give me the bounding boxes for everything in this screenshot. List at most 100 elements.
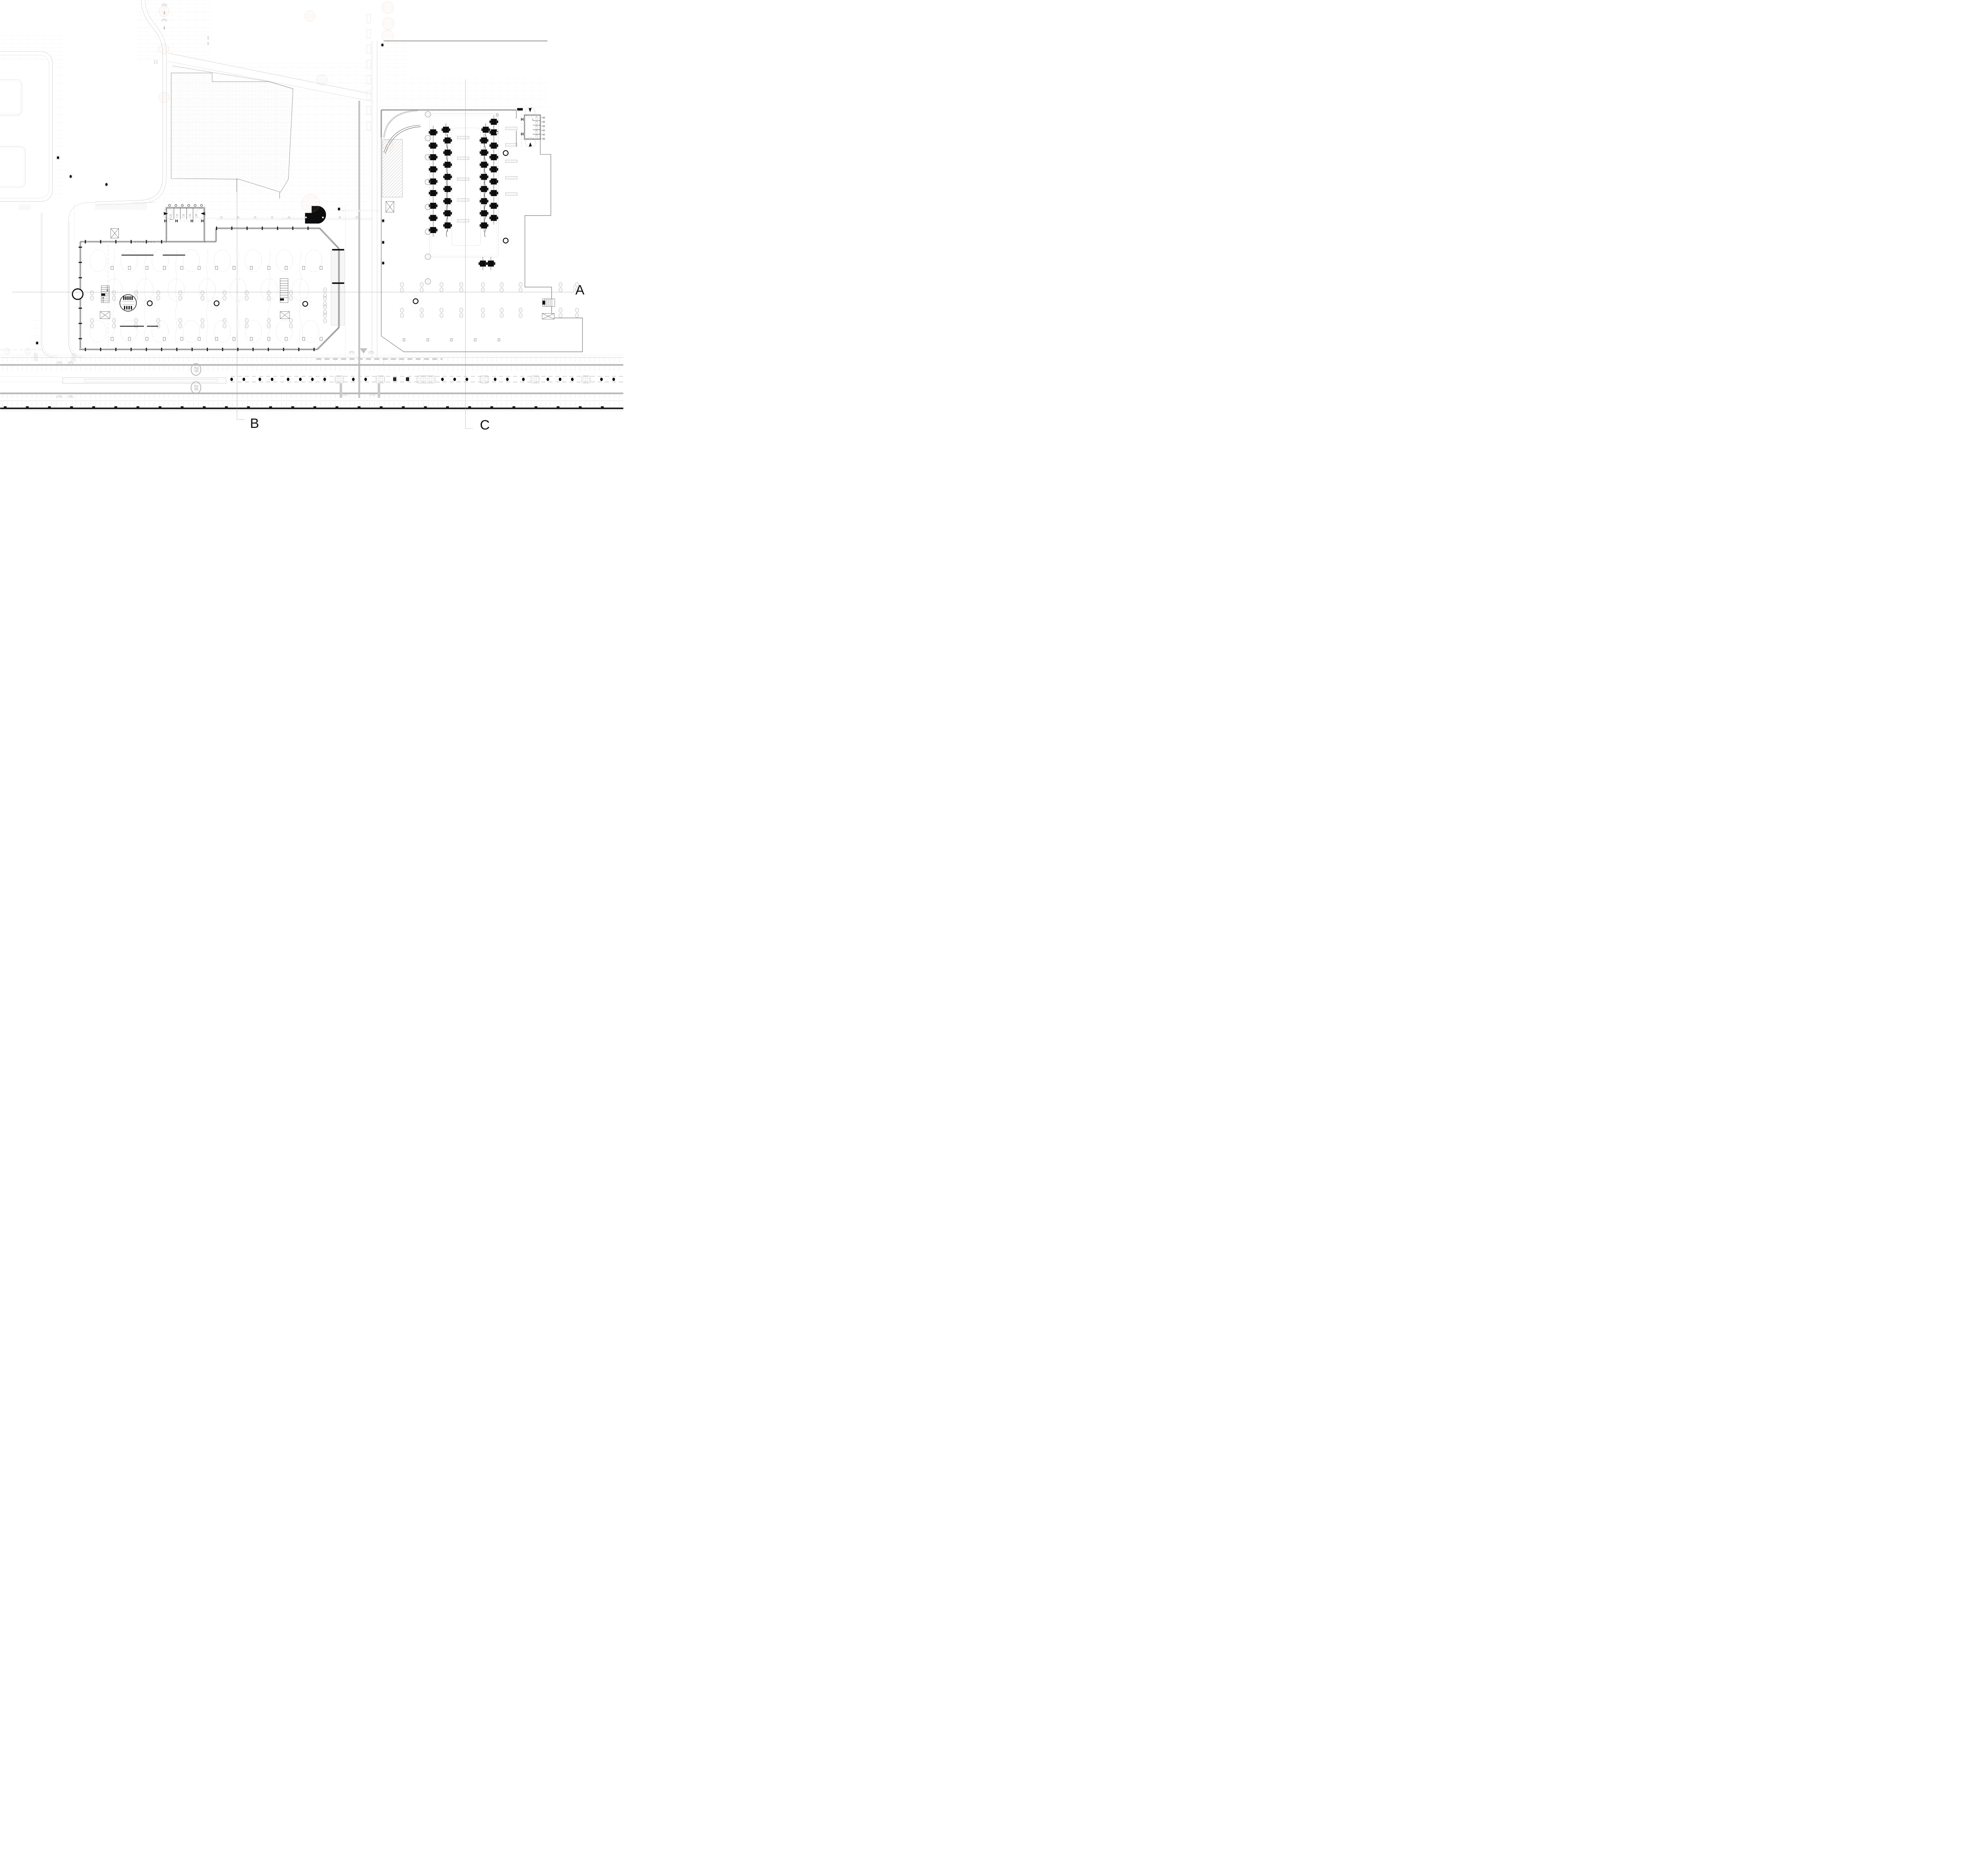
market-stall [429,144,430,147]
tree-canopy-dashed [167,278,184,301]
column-pair [559,288,563,292]
structural-column [146,266,148,270]
market-stall [481,186,487,192]
column-pair [500,282,504,287]
column-pair [559,282,563,287]
street-tree [381,261,385,265]
column-pair [518,313,522,318]
column-pair [90,323,94,328]
median-tree-dot [493,377,497,381]
market-stall [430,166,436,173]
median-tree-dot [600,377,603,381]
vent-pipe [194,204,196,207]
dot-marker [143,241,144,243]
column-pair [200,323,204,328]
market-stall [497,120,498,123]
hydrant-symbol: H [164,219,167,224]
column-pair [323,318,327,323]
column-pair [420,282,424,287]
structural-column [302,337,305,341]
edge-pier [203,406,206,408]
edge-pier [534,406,538,408]
market-stall [430,142,436,149]
bollard [33,357,36,359]
column-pair [575,288,579,292]
column-pair [400,313,404,318]
market-stall [478,262,480,265]
market-stall [450,200,452,203]
entrance-canopy-black [305,206,326,224]
column-pair [481,282,485,287]
median-tree-dot [258,377,261,381]
vent-pipe [175,204,177,207]
column-pair [420,288,424,292]
street-tree [381,219,385,223]
parking-bay [367,14,371,23]
bicycle-icon [60,362,62,364]
market-stall [488,260,494,267]
toilet-fixture [195,214,197,216]
structural-column [215,266,218,270]
toilet-fixture [536,134,538,135]
structural-column [233,337,235,341]
round-column [425,135,431,141]
column-pair [179,318,182,323]
column-pair [481,288,485,292]
column-pair [90,318,94,323]
column-pair [323,313,327,318]
lane-marking-band-south [0,392,623,395]
street-tree [382,261,384,265]
market-stall [436,144,438,147]
market-stall [481,161,487,168]
market-stall [489,120,491,123]
column-pair [267,318,271,323]
bicycle-icon [369,393,376,396]
market-stall [481,128,483,131]
market-stall [480,187,481,190]
column-pair [179,295,182,301]
tree-grate [531,375,540,383]
structural-column [198,337,201,341]
bollard [36,353,38,355]
tree-canopy-dashed [89,320,107,343]
market-stall [480,260,486,267]
bus-stop-box [383,359,403,365]
column-pair [459,313,463,318]
column-pair [559,307,563,313]
door-stub [543,125,545,127]
section-label-b: B [250,416,259,431]
bicycle-icon [371,393,375,395]
market-stall [445,161,451,168]
market-stall [486,262,488,265]
spiral-stair [503,237,509,244]
bench-hatched [457,219,469,222]
edge-pier [446,406,449,408]
market-stall [429,216,430,220]
tree-canopy-dashed [214,249,231,272]
market-stall [489,155,491,159]
toilet-fixture [182,214,184,216]
door-stub [543,138,545,140]
direction-arrow [163,11,166,15]
edge-pier [48,406,51,408]
structural-column [285,337,288,341]
median-tree-dot [311,377,314,381]
bench-hatched [457,136,469,139]
structural-column [163,266,166,270]
speed-limit-text: 20 [193,366,199,373]
market-stall [443,175,445,179]
edge-pier [313,406,316,408]
revolving-door [196,208,206,219]
tree-canopy-dashed [151,249,169,272]
bollard [74,355,76,358]
structural-column [267,266,270,270]
hydrant-symbol: H [521,117,524,122]
column-pair [459,307,463,313]
column-pair [575,313,579,318]
column-pair [90,295,94,301]
market-stall [491,190,497,196]
speed-limit-text: 20 [193,385,199,391]
tree-crown [159,92,169,103]
vent-pipe [168,204,171,207]
section-label-a: A [575,282,584,297]
